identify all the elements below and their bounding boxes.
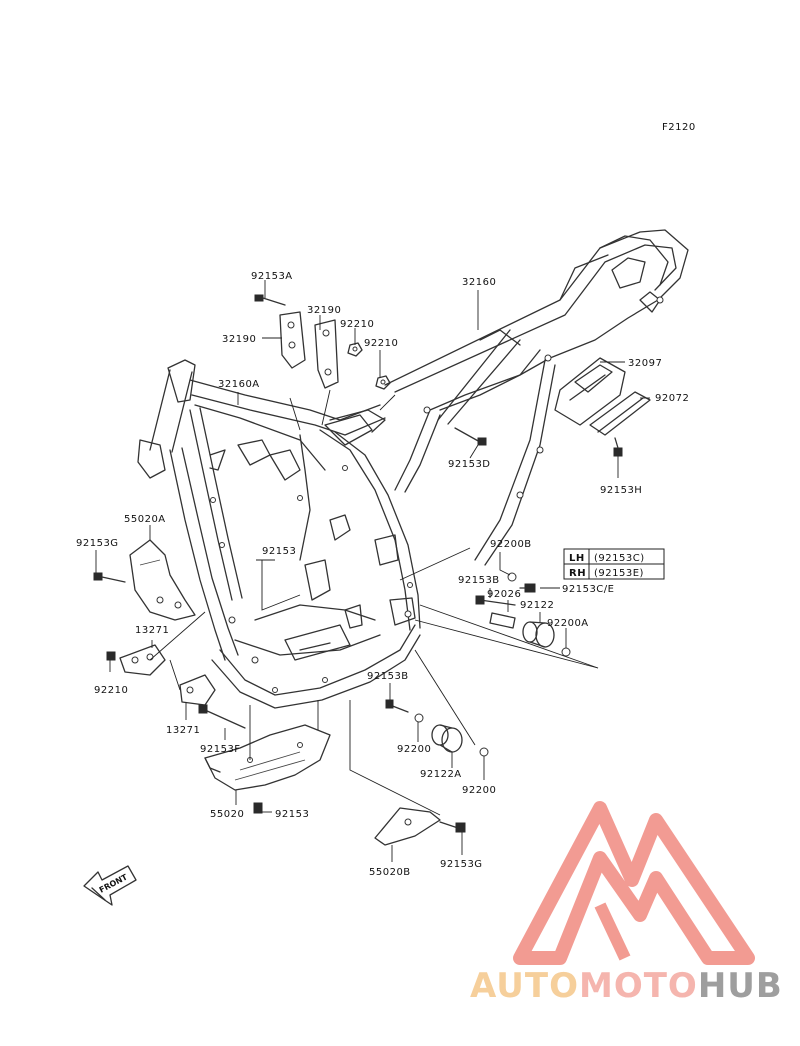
triangle-logo-icon <box>513 801 755 965</box>
watermark-text: AUTOMOTOHUB <box>470 966 783 1006</box>
automotohub-watermark: AUTOMOTOHUB <box>470 801 783 1006</box>
engine-bracket-32190 <box>279 311 339 389</box>
collar-92026 <box>489 612 516 629</box>
label-92026: 92026 <box>487 589 521 600</box>
side-table: LH (92153C) RH (92153E) <box>563 548 665 580</box>
bolt-92153F <box>198 704 246 729</box>
bolt-92153B-right <box>475 595 516 606</box>
label-92153-low: 92153 <box>275 809 309 820</box>
label-92153G-left: 92153G <box>76 538 119 549</box>
label-92210-a: 92210 <box>340 319 374 330</box>
side-table-lh: LH <box>569 553 585 564</box>
battery-band-92072 <box>589 391 651 436</box>
plate-13271-a <box>119 644 166 676</box>
label-92072: 92072 <box>655 393 689 404</box>
label-92153F: 92153F <box>200 744 241 755</box>
label-92200-a: 92200 <box>397 744 431 755</box>
washer-92200A <box>561 647 571 657</box>
front-label: FRONT <box>98 872 130 895</box>
label-32190-top: 32190 <box>307 305 341 316</box>
leader-lines <box>95 280 650 862</box>
label-32190-left: 32190 <box>222 334 256 345</box>
label-13271-a: 13271 <box>135 625 169 636</box>
label-13271-b: 13271 <box>166 725 200 736</box>
watermark-moto: MOTO <box>579 966 698 1006</box>
guard-55020B <box>374 807 441 846</box>
label-32097: 32097 <box>628 358 662 369</box>
side-table-rh: RH <box>569 568 586 579</box>
nut-92210 <box>347 342 391 390</box>
label-92153D: 92153D <box>448 459 491 470</box>
watermark-hub: HUB <box>698 966 783 1006</box>
side-table-lh-part: (92153C) <box>594 553 645 564</box>
bolt-92153H <box>613 437 623 457</box>
collar-92122 <box>522 621 555 648</box>
label-92200B: 92200B <box>490 539 532 550</box>
label-92153-mid: 92153 <box>262 546 296 557</box>
nut-92210-left <box>106 651 116 661</box>
rear-subframe-32160 <box>384 229 689 566</box>
watermark-auto: AUTO <box>470 966 579 1006</box>
label-32160A: 32160A <box>218 379 260 390</box>
label-92122A: 92122A <box>420 769 462 780</box>
side-table-rh-part: (92153E) <box>594 568 644 579</box>
label-92153B-low: 92153B <box>367 671 409 682</box>
bolt-92153B-low <box>385 699 409 713</box>
main-frame-32160A <box>137 359 421 709</box>
collar-92122A <box>431 724 463 753</box>
label-92153A: 92153A <box>251 271 293 282</box>
bolt-92153CE <box>519 583 536 593</box>
battery-case-32097 <box>554 357 626 426</box>
label-92153CE: 92153C/E <box>562 584 614 595</box>
figure-code: F2120 <box>662 122 696 133</box>
label-92122: 92122 <box>520 600 554 611</box>
label-92200-b: 92200 <box>462 785 496 796</box>
label-55020: 55020 <box>210 809 244 820</box>
label-92210-b: 92210 <box>364 338 398 349</box>
label-92153H: 92153H <box>600 485 642 496</box>
bolt-92153A <box>254 294 286 306</box>
washer-92200-b <box>479 747 489 757</box>
label-92210-c: 92210 <box>94 685 128 696</box>
label-55020A: 55020A <box>124 514 166 525</box>
bolt-92153G-low <box>439 821 466 833</box>
label-92153B-right: 92153B <box>458 575 500 586</box>
skid-plate-55020 <box>204 724 331 791</box>
label-32160: 32160 <box>462 277 496 288</box>
label-92200A: 92200A <box>547 618 589 629</box>
front-arrow: FRONT <box>83 865 137 906</box>
label-55020B: 55020B <box>369 867 411 878</box>
engine-guard-55020A <box>129 539 196 621</box>
bolt-92153G-left <box>93 572 126 583</box>
bolt-92153D <box>454 427 487 446</box>
part-labels: 92153A 32160 32190 92210 32190 92210 320… <box>76 271 689 878</box>
bolt-92153-low <box>253 802 263 814</box>
label-92153G-low: 92153G <box>440 859 483 870</box>
washer-92200-a <box>414 713 424 723</box>
plate-13271-b <box>179 674 216 706</box>
